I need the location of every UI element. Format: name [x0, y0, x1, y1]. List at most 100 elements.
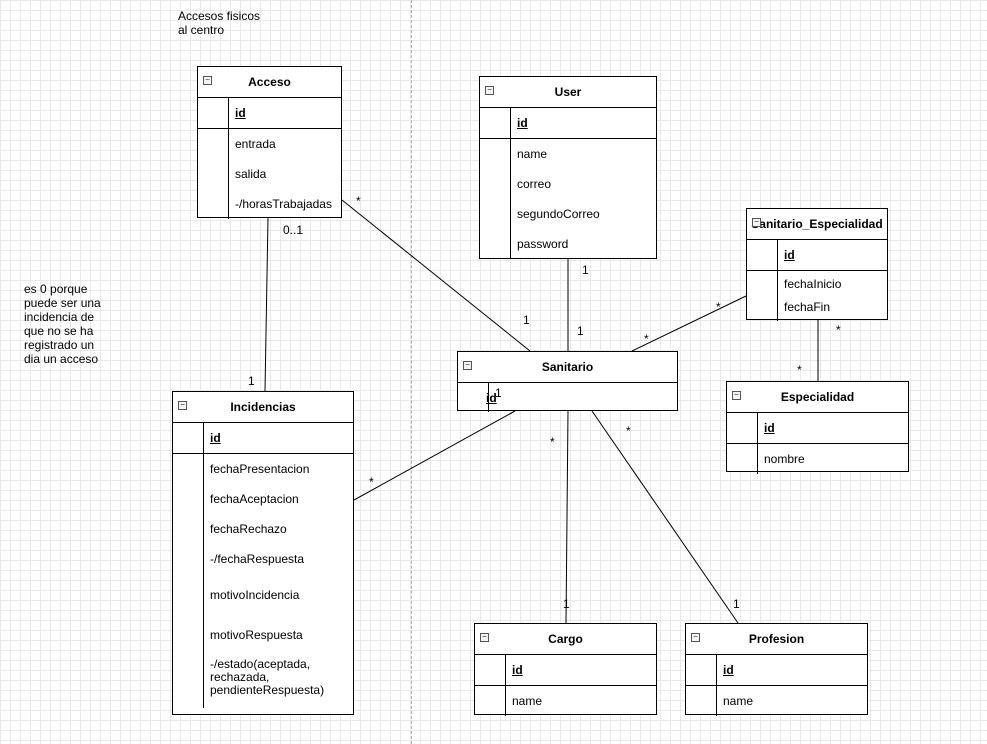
edge-sanitario-profesion	[591, 410, 739, 624]
note-es-cero: es 0 porque puede ser una incidencia de …	[24, 282, 101, 366]
attribute-pk-row[interactable]: id	[475, 655, 656, 686]
attribute: entrada	[235, 137, 276, 151]
entity-header[interactable]: − Sanitario_Especialidad	[747, 209, 887, 240]
attribute-row[interactable]: fechaFin	[747, 296, 887, 321]
attribute-row[interactable]: -/fechaRespuesta	[173, 544, 353, 574]
attribute-row[interactable]: motivoIncidencia	[173, 574, 353, 614]
entity-sanitario[interactable]: − Sanitario id	[457, 351, 678, 412]
attribute-row[interactable]: correo	[480, 169, 656, 199]
attribute-row[interactable]: password	[480, 229, 656, 259]
attribute-pk: id	[764, 421, 775, 435]
collapse-icon[interactable]: −	[732, 391, 741, 400]
attribute: fechaAceptacion	[210, 492, 299, 506]
attribute-row[interactable]: name	[475, 686, 656, 716]
entity-user[interactable]: − User id name correo segundoCorreo pass…	[479, 76, 657, 259]
entity-title: Acceso	[248, 75, 291, 89]
attribute-row[interactable]: motivoRespuesta	[173, 614, 353, 654]
attribute-row[interactable]: entrada	[198, 129, 341, 159]
entity-title: User	[554, 85, 582, 99]
entity-header[interactable]: − Especialidad	[727, 382, 908, 413]
attribute-row[interactable]: -/estado(aceptada, rechazada, pendienteR…	[173, 654, 353, 708]
row-gutter	[203, 423, 204, 708]
attribute-pk-row[interactable]: id	[686, 655, 867, 686]
multiplicity-label: *	[356, 194, 361, 208]
edge-acceso-sanitario	[341, 199, 531, 352]
attribute-pk: id	[210, 431, 221, 445]
entity-title: Sanitario	[541, 360, 594, 374]
multiplicity-label: *	[550, 435, 555, 449]
multiplicity-label: 1	[495, 386, 502, 400]
collapse-icon[interactable]: −	[178, 401, 187, 410]
attribute: segundoCorreo	[517, 207, 600, 221]
collapse-icon[interactable]: −	[691, 633, 700, 642]
multiplicity-label: 1	[582, 263, 589, 277]
collapse-icon[interactable]: −	[485, 86, 494, 95]
multiplicity-label: 1	[523, 313, 530, 327]
attribute: name	[517, 147, 548, 161]
entity-header[interactable]: − Incidencias	[173, 392, 353, 423]
attribute-row[interactable]: fechaRechazo	[173, 514, 353, 544]
edge-sanitario-cargo	[565, 410, 569, 624]
attribute-row[interactable]: salida	[198, 159, 341, 189]
entity-acceso[interactable]: − Acceso id entrada salida -/horasTrabaj…	[197, 66, 342, 219]
note-accesos-fisicos: Accesos fisicos al centro	[178, 9, 261, 37]
row-gutter	[777, 240, 778, 321]
attribute: correo	[517, 177, 552, 191]
attribute-row[interactable]: name	[480, 139, 656, 169]
multiplicity-label: 1	[248, 374, 255, 388]
multiplicity-label: *	[836, 323, 841, 337]
attribute-row[interactable]: fechaInicio	[747, 271, 887, 296]
entity-title: Incidencias	[230, 400, 296, 414]
entity-cargo[interactable]: − Cargo id name	[474, 623, 657, 716]
entity-title: Especialidad	[780, 390, 855, 404]
attribute-pk: id	[512, 663, 523, 677]
attribute-row[interactable]: name	[686, 686, 867, 716]
multiplicity-label: 0..1	[283, 223, 304, 237]
attribute: fechaRechazo	[210, 522, 287, 536]
multiplicity-label: *	[797, 363, 802, 377]
row-gutter	[488, 383, 489, 412]
entity-header[interactable]: − Sanitario	[458, 352, 677, 383]
attribute-row[interactable]: fechaAceptacion	[173, 484, 353, 514]
attribute: -/horasTrabajadas	[235, 197, 332, 211]
attribute-pk: id	[723, 663, 734, 677]
multiplicity-label: 1	[577, 324, 584, 338]
entity-especialidad[interactable]: − Especialidad id nombre	[726, 381, 909, 474]
multiplicity-label: 1	[563, 597, 570, 611]
multiplicity-label: *	[369, 475, 374, 489]
entity-title: Sanitario_Especialidad	[751, 217, 883, 231]
collapse-icon[interactable]: −	[203, 76, 212, 85]
entity-header[interactable]: − User	[480, 77, 656, 108]
entity-sanitario-especialidad[interactable]: − Sanitario_Especialidad id fechaInicio …	[746, 208, 888, 321]
attribute-pk: id	[235, 106, 246, 120]
attribute-row[interactable]: -/horasTrabajadas	[198, 189, 341, 219]
attribute-row[interactable]: nombre	[727, 444, 908, 474]
collapse-icon[interactable]: −	[480, 633, 489, 642]
multiplicity-label: *	[644, 332, 649, 346]
attribute-pk-row[interactable]: id	[727, 413, 908, 444]
collapse-icon[interactable]: −	[463, 361, 472, 370]
attribute: name	[512, 694, 543, 708]
multiplicity-label: *	[626, 424, 631, 438]
attribute-row[interactable]: fechaPresentacion	[173, 454, 353, 484]
entity-incidencias[interactable]: − Incidencias id fechaPresentacion fecha…	[172, 391, 354, 715]
attribute-pk-row[interactable]: id	[747, 240, 887, 271]
entity-header[interactable]: − Acceso	[198, 67, 341, 98]
row-gutter	[510, 108, 511, 259]
collapse-icon[interactable]: −	[752, 218, 761, 227]
attribute: password	[517, 237, 569, 251]
attribute-pk: id	[784, 248, 795, 262]
entity-header[interactable]: − Cargo	[475, 624, 656, 655]
page-separator	[411, 0, 412, 744]
attribute-row[interactable]: segundoCorreo	[480, 199, 656, 229]
attribute-pk-row[interactable]: id	[458, 383, 677, 412]
row-gutter	[228, 98, 229, 219]
attribute-pk-row[interactable]: id	[198, 98, 341, 129]
attribute-pk-row[interactable]: id	[173, 423, 353, 454]
attribute: fechaFin	[784, 300, 831, 314]
entity-header[interactable]: − Profesion	[686, 624, 867, 655]
entity-profesion[interactable]: − Profesion id name	[685, 623, 868, 716]
attribute-pk-row[interactable]: id	[480, 108, 656, 139]
attribute: fechaPresentacion	[210, 462, 310, 476]
